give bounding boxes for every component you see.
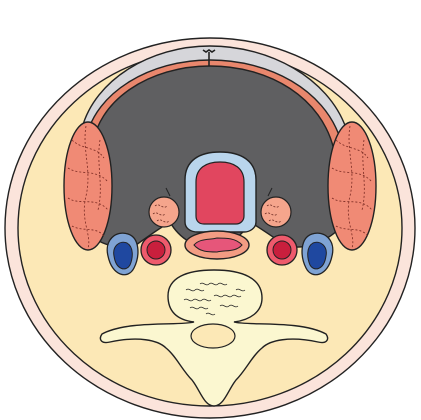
esophagus-icon bbox=[185, 231, 249, 259]
right-artery-icon bbox=[267, 235, 297, 265]
airway-icon bbox=[185, 152, 256, 232]
left-gland-icon bbox=[64, 122, 112, 250]
left-artery-icon bbox=[141, 235, 171, 265]
right-gland-icon bbox=[328, 122, 376, 250]
